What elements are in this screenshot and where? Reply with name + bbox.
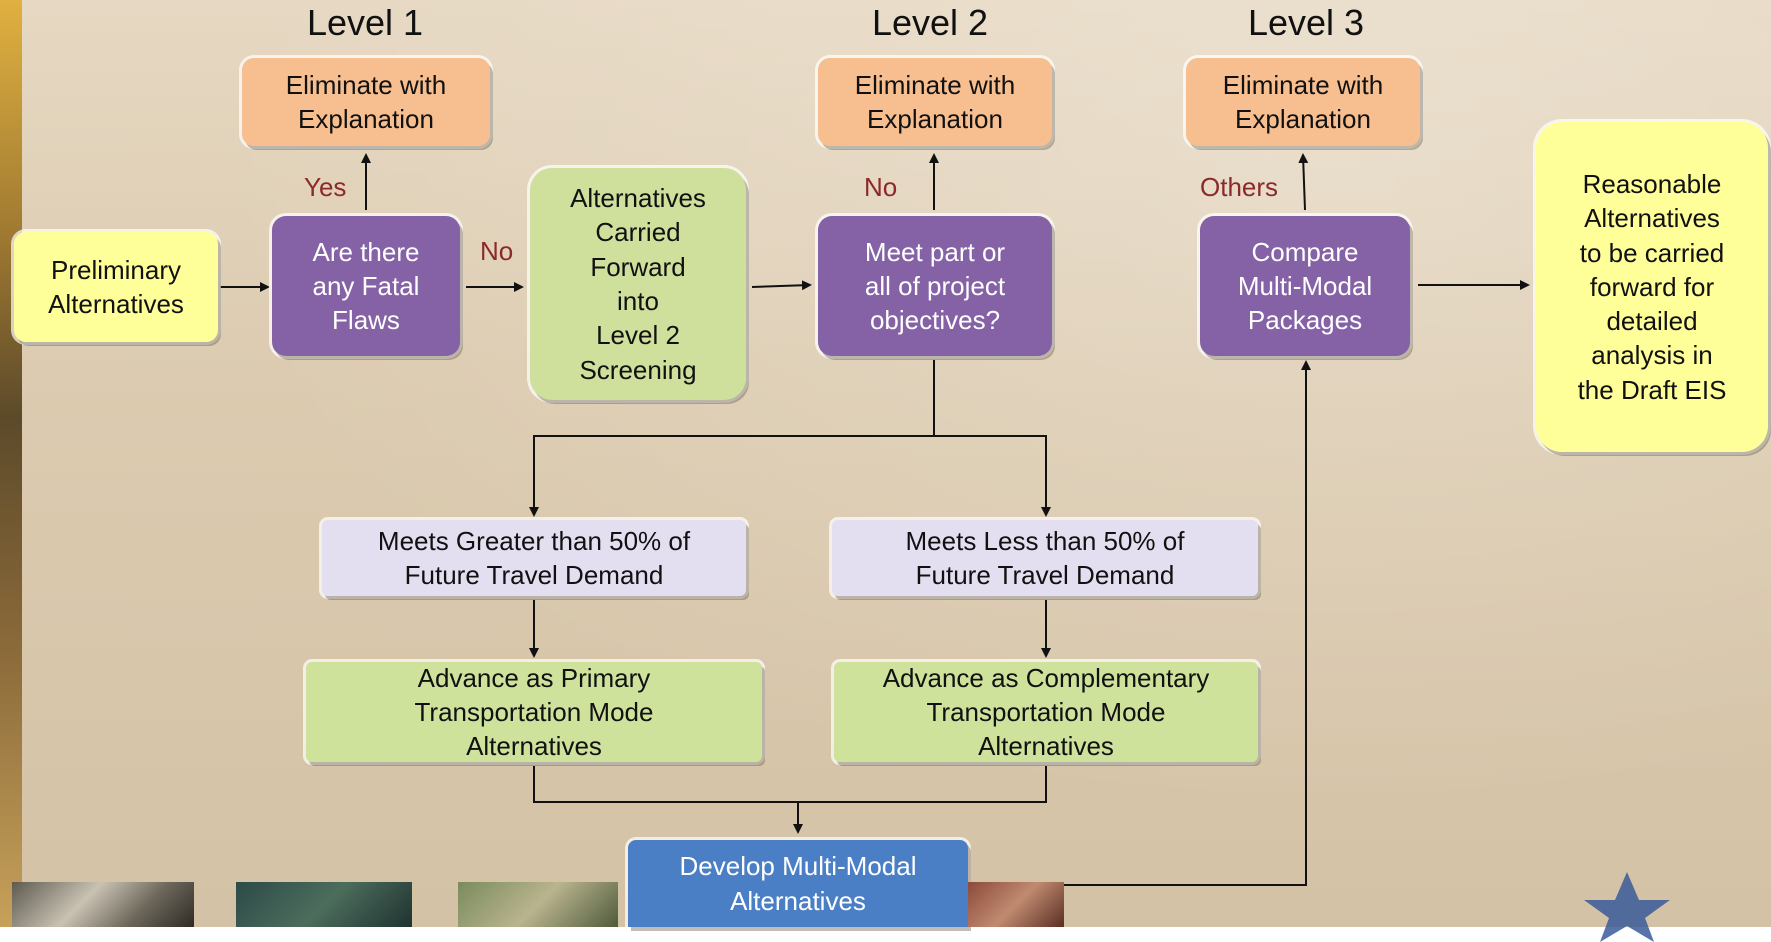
branch-label-others: Others (1200, 172, 1279, 202)
arrow-develop-to-compare (970, 360, 1311, 886)
arrow-carried-to-meet (751, 280, 812, 291)
line-meet-split (529, 360, 935, 517)
star-logo-icon (1584, 872, 1670, 942)
street-photo-thumbnail (458, 882, 618, 927)
compare-packages: Compare Multi-Modal Packages (1200, 216, 1410, 356)
preliminary-alternatives: Preliminary Alternatives (14, 232, 218, 342)
eliminate-level-3: Eliminate with Explanation (1186, 58, 1420, 146)
line-meet-split-right (934, 435, 1051, 517)
develop-multi-modal: Develop Multi-Modal Alternatives (628, 840, 968, 927)
level-1-heading: Level 1 (306, 2, 424, 43)
traffic-photo-thumbnail (12, 882, 194, 927)
decorative-strip (0, 0, 22, 927)
crowd-photo-thumbnail (968, 882, 1064, 927)
branch-label-yes: Yes (304, 172, 347, 202)
branch-label-no-objectives: No (864, 172, 898, 202)
meets-less-than-50: Meets Less than 50% of Future Travel Dem… (832, 520, 1258, 596)
meets-greater-than-50: Meets Greater than 50% of Future Travel … (322, 520, 746, 596)
fatal-flaws-decision: Are there any Fatal Flaws (272, 216, 460, 356)
arrow-compare-to-eliminate (1298, 153, 1309, 211)
level-2-heading: Level 2 (871, 2, 989, 43)
eliminate-level-2: Eliminate with Explanation (818, 58, 1052, 146)
advance-complementary-mode: Advance as Complementary Transportation … (834, 662, 1258, 762)
advance-primary-mode: Advance as Primary Transportation Mode A… (306, 662, 762, 762)
level-3-heading: Level 3 (1247, 2, 1365, 43)
alternatives-carried-forward: Alternatives Carried Forward into Level … (530, 168, 746, 400)
meet-objectives-decision: Meet part or all of project objectives? (818, 216, 1052, 356)
reasonable-alternatives: Reasonable Alternatives to be carried fo… (1536, 122, 1768, 452)
line-merge-to-develop (533, 766, 1047, 803)
eliminate-level-1: Eliminate with Explanation (242, 58, 490, 146)
branch-label-no-fatal: No (480, 236, 514, 266)
landscape-photo-thumbnail (236, 882, 412, 927)
